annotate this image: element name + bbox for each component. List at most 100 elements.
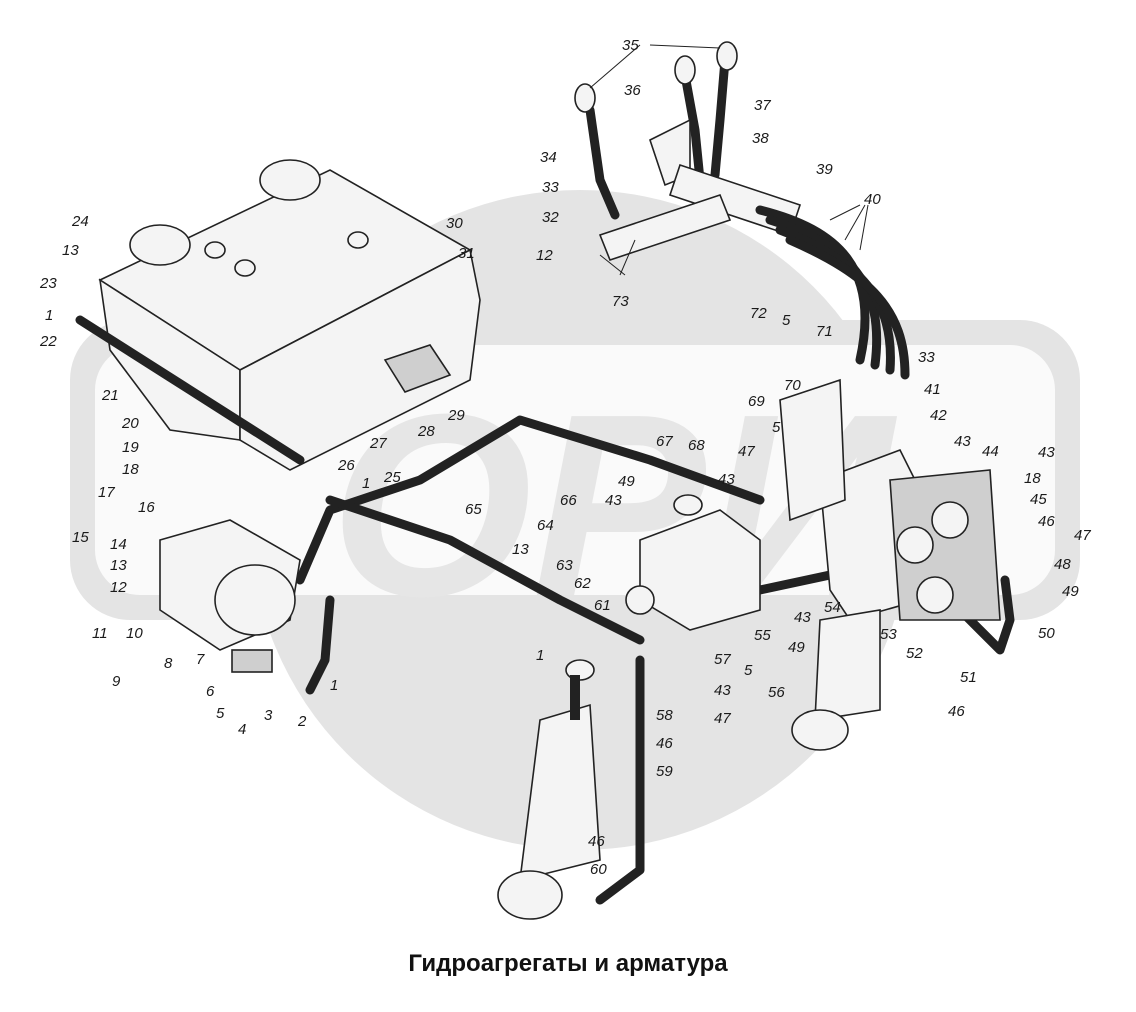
pipe-65 xyxy=(325,495,645,645)
cylinder-right-body xyxy=(814,609,881,721)
callout-33b: 33 xyxy=(918,349,935,366)
callout-47a: 47 xyxy=(738,443,755,460)
callout-43e: 43 xyxy=(794,609,811,626)
callout-73: 73 xyxy=(612,293,629,310)
callout-1a: 1 xyxy=(45,307,53,324)
callout-39: 39 xyxy=(816,161,833,178)
callout-71: 71 xyxy=(816,323,833,340)
lever-34 xyxy=(585,105,620,220)
tank-filler-cap-2 xyxy=(259,159,321,201)
callout-12a: 12 xyxy=(110,579,127,596)
callout-13b: 13 xyxy=(110,557,127,574)
callout-42: 42 xyxy=(930,407,947,424)
callout-53: 53 xyxy=(880,626,897,643)
callout-40: 40 xyxy=(864,191,881,208)
cylinder-left-eye xyxy=(497,870,563,920)
callout-58: 58 xyxy=(656,707,673,724)
callout-18a: 18 xyxy=(122,461,139,478)
valve-fitting-3 xyxy=(916,576,954,614)
callout-43a: 43 xyxy=(605,492,622,509)
callout-6: 6 xyxy=(206,683,215,700)
tank-plug-3 xyxy=(347,231,369,249)
leader-73a xyxy=(619,239,636,276)
callout-5a: 5 xyxy=(216,705,225,722)
callout-43d: 43 xyxy=(1038,444,1055,461)
valve-sections xyxy=(889,469,1001,621)
callout-16: 16 xyxy=(138,499,155,516)
callout-22: 22 xyxy=(39,333,57,350)
callout-41: 41 xyxy=(924,381,941,398)
tank-box-28 xyxy=(383,344,452,393)
callout-37: 37 xyxy=(754,97,771,114)
control-levers xyxy=(574,41,802,261)
callout-33a: 33 xyxy=(542,179,559,196)
callout-9: 9 xyxy=(112,673,121,690)
callout-59: 59 xyxy=(656,763,673,780)
callout-49c: 49 xyxy=(788,639,805,656)
lever-knob-2 xyxy=(674,55,696,85)
callout-25: 25 xyxy=(383,469,401,486)
callout-70: 70 xyxy=(784,377,801,394)
leader-40b xyxy=(844,204,866,241)
callout-57: 57 xyxy=(714,651,731,668)
tank-plug-1 xyxy=(204,241,226,259)
callout-31: 31 xyxy=(458,245,475,262)
callout-48: 48 xyxy=(1054,556,1071,573)
callout-55: 55 xyxy=(754,627,771,644)
callout-24: 24 xyxy=(71,213,89,230)
pump-mount-3 xyxy=(231,649,273,673)
callout-13a: 13 xyxy=(62,242,79,259)
cylinder-right-eye xyxy=(791,709,849,751)
callout-29: 29 xyxy=(447,407,465,424)
callout-49a: 49 xyxy=(618,473,635,490)
callout-28: 28 xyxy=(417,423,435,440)
callout-5b: 5 xyxy=(772,419,781,436)
tank-side xyxy=(239,248,481,471)
pipe-2 xyxy=(305,595,335,695)
pipe-58 xyxy=(595,655,645,905)
lever-37 xyxy=(710,55,730,180)
callout-47b: 47 xyxy=(1074,527,1091,544)
valve-block xyxy=(779,378,1001,621)
callout-18b: 18 xyxy=(1024,470,1041,487)
callout-1d: 1 xyxy=(536,647,544,664)
callout-64: 64 xyxy=(537,517,554,534)
cable-4 xyxy=(785,235,910,380)
callout-23: 23 xyxy=(39,275,57,292)
lever-knob-1 xyxy=(574,83,596,113)
callout-7: 7 xyxy=(196,651,205,668)
lever-36 xyxy=(680,70,705,185)
callout-17: 17 xyxy=(98,484,115,501)
callout-15: 15 xyxy=(72,529,89,546)
leader-35a xyxy=(589,44,641,89)
callout-38: 38 xyxy=(752,130,769,147)
callout-61: 61 xyxy=(594,597,611,614)
callout-14: 14 xyxy=(110,536,127,553)
callout-66: 66 xyxy=(560,492,577,509)
callout-50: 50 xyxy=(1038,625,1055,642)
callout-43c: 43 xyxy=(954,433,971,450)
callout-5c: 5 xyxy=(782,312,791,329)
leader-40a xyxy=(829,204,861,221)
callout-47c: 47 xyxy=(714,710,731,727)
callout-32: 32 xyxy=(542,209,559,226)
callout-26: 26 xyxy=(337,457,355,474)
callout-13c: 13 xyxy=(512,541,529,558)
callout-62: 62 xyxy=(574,575,591,592)
valve-bracket-70 xyxy=(779,378,846,522)
tank-plug-2 xyxy=(234,259,256,277)
callout-72: 72 xyxy=(750,305,767,322)
control-valve-cap xyxy=(673,494,703,516)
callout-5d: 5 xyxy=(744,662,753,679)
callout-60: 60 xyxy=(590,861,607,878)
callout-52: 52 xyxy=(906,645,923,662)
callout-11: 11 xyxy=(92,625,108,642)
leader-lines xyxy=(589,44,869,276)
callout-10: 10 xyxy=(126,625,143,642)
callouts: 24 13 23 1 22 21 20 19 18 17 16 15 14 13… xyxy=(39,37,1091,878)
callout-2: 2 xyxy=(297,713,307,730)
pipe-22 xyxy=(75,315,305,465)
lift-cylinders xyxy=(497,609,881,920)
callout-67: 67 xyxy=(656,433,673,450)
